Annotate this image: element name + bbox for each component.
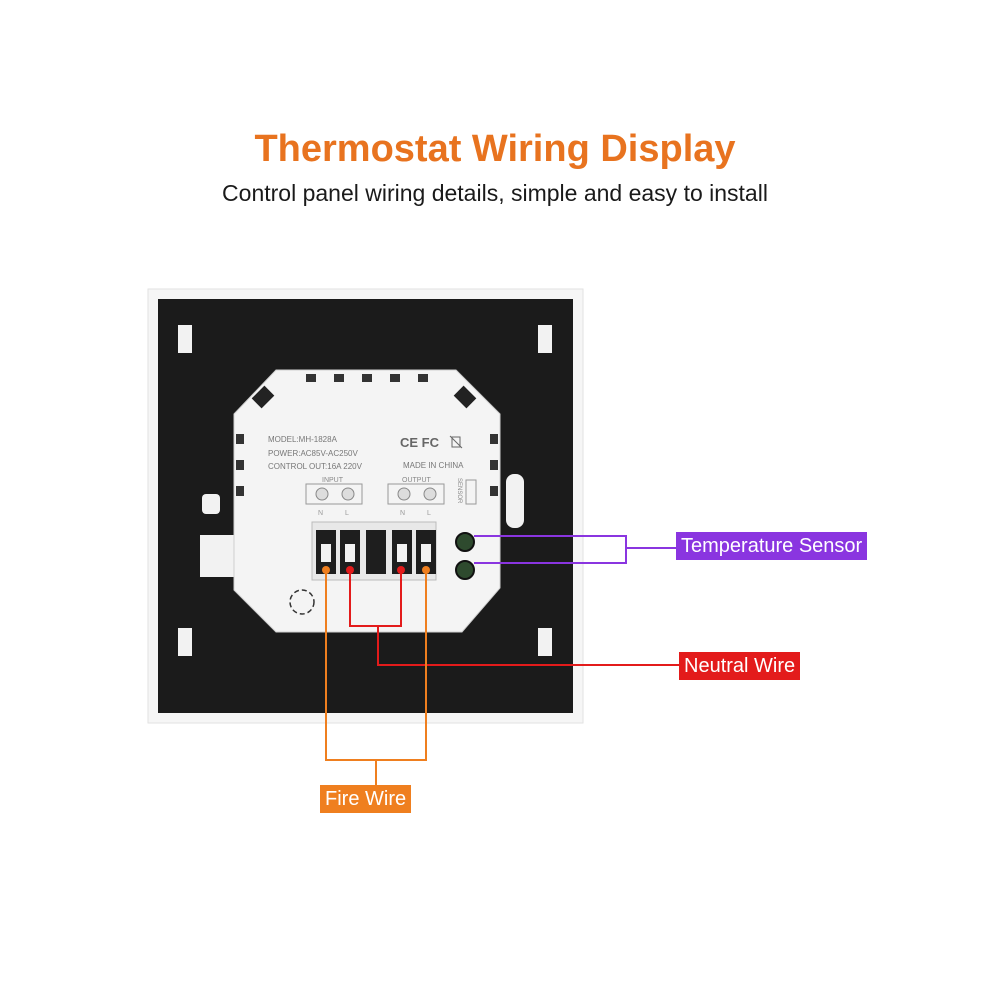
terminal-n-label: N bbox=[318, 510, 323, 517]
clip-bottom-right bbox=[538, 628, 552, 656]
temperature-sensor-label: Temperature Sensor bbox=[676, 532, 868, 560]
mounting-clips bbox=[178, 325, 552, 656]
screw-icon bbox=[423, 487, 437, 501]
model-text: MODEL:MH-1828A bbox=[268, 435, 338, 444]
page-title: Thermostat Wiring Display bbox=[254, 128, 736, 170]
sensor-leader-line bbox=[474, 535, 627, 564]
terminal-l-label: L bbox=[427, 510, 431, 517]
terminal-n-label: N bbox=[400, 510, 405, 517]
control-out-text: CONTROL OUT:16A 220V bbox=[268, 462, 363, 471]
slot-left bbox=[200, 535, 240, 577]
corner-notch-right bbox=[453, 385, 477, 409]
output-label: OUTPUT bbox=[402, 477, 432, 484]
slot-left-small bbox=[202, 494, 220, 514]
screw-hole-icon bbox=[289, 589, 315, 615]
terminal-l-label: L bbox=[345, 510, 349, 517]
page-subtitle: Control panel wiring details, simple and… bbox=[222, 180, 768, 206]
wire-terminals bbox=[311, 521, 437, 581]
fire-wire-label: Fire Wire bbox=[320, 785, 412, 813]
neutral-wire-label: Neutral Wire bbox=[679, 652, 801, 680]
corner-notch-left bbox=[251, 385, 275, 409]
power-text: POWER:AC85V-AC250V bbox=[268, 449, 358, 458]
screw-icon bbox=[315, 487, 329, 501]
neutral-leader-line bbox=[349, 570, 402, 627]
screw-icon bbox=[341, 487, 355, 501]
screw-icon bbox=[397, 487, 411, 501]
sensor-terminal-block bbox=[465, 479, 477, 505]
sensor-side-label: SENSOR bbox=[456, 478, 462, 504]
neutral-leader-line bbox=[377, 626, 679, 666]
terminal-screw-icons bbox=[315, 487, 437, 501]
clip-bottom-left bbox=[178, 628, 192, 656]
made-in-text: MADE IN CHINA bbox=[403, 461, 464, 470]
input-label: INPUT bbox=[322, 477, 344, 484]
input-terminal-block bbox=[305, 483, 363, 505]
module-vents bbox=[236, 374, 498, 496]
cert-marks-text: CE FC bbox=[400, 435, 440, 450]
clip-top-right bbox=[538, 325, 552, 353]
sensor-terminal-lower bbox=[455, 560, 475, 580]
output-terminal-block bbox=[387, 483, 445, 505]
recycle-bin-icon bbox=[449, 435, 463, 449]
slot-right-vertical bbox=[506, 474, 524, 528]
sensor-terminal-upper bbox=[455, 532, 475, 552]
clip-top-left bbox=[178, 325, 192, 353]
